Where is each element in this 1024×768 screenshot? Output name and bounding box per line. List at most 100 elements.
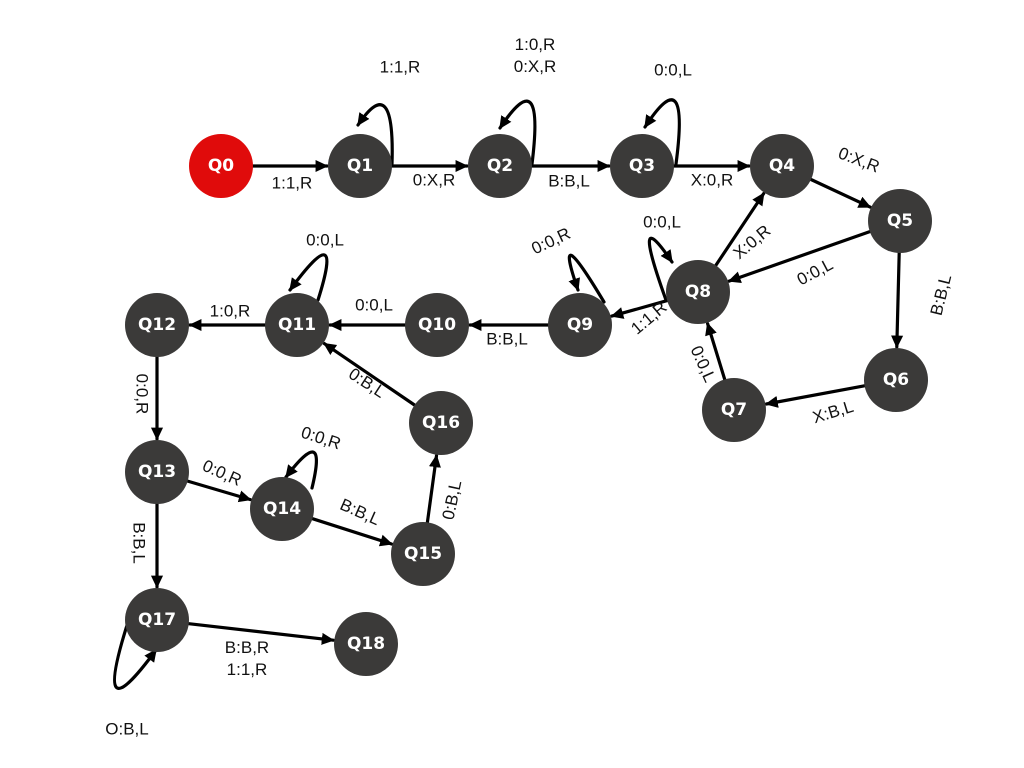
transition-q5-to-q8 [727, 230, 872, 284]
start-state-circle [189, 134, 253, 198]
transition-label-q8-to-q8: 0:0,L [643, 213, 681, 232]
transition-label-q5-to-q8: 0:0,L [794, 255, 836, 290]
transition-q14-to-q14 [284, 450, 319, 490]
state-label: Q5 [887, 211, 913, 231]
state-q15: Q15 [391, 522, 455, 586]
state-label: Q16 [422, 413, 460, 433]
state-q16: Q16 [409, 391, 473, 455]
state-circle [125, 588, 189, 652]
state-circle [250, 477, 314, 541]
state-circle [409, 391, 473, 455]
state-label: Q2 [487, 156, 513, 176]
state-label: Q4 [769, 156, 795, 176]
transition-label-q3-to-q4: X:0,R [691, 171, 734, 190]
state-circle [868, 189, 932, 253]
state-label: Q0 [208, 156, 234, 176]
transition-q2-to-q2 [498, 99, 537, 166]
state-label: Q15 [404, 544, 442, 564]
transition-label-q4-to-q5: 0:X,R [836, 144, 883, 177]
state-circle [548, 293, 612, 357]
state-circle [334, 612, 398, 676]
transition-q4-to-q5 [809, 177, 872, 209]
transition-q7-to-q8 [705, 322, 727, 381]
transition-label-q15-to-q16: 0:B,L [439, 479, 466, 522]
state-q18: Q18 [334, 612, 398, 676]
transition-label-q16-to-q11: 0:B,L [345, 364, 389, 402]
state-q7: Q7 [702, 378, 766, 442]
state-q17: Q17 [125, 588, 189, 652]
state-circle [265, 293, 329, 357]
state-q6: Q6 [864, 348, 928, 412]
transition-label-q0-to-q1: 1:1,R [272, 174, 313, 193]
state-q3: Q3 [610, 134, 674, 198]
transition-q5-to-q6 [891, 251, 904, 349]
state-q11: Q11 [265, 293, 329, 357]
state-circle [610, 134, 674, 198]
transition-label-q8-to-q4: X:0,R [730, 221, 775, 263]
transition-label-q11-to-q11: 0:0,L [306, 231, 344, 250]
state-label: Q3 [629, 156, 655, 176]
transition-q16-to-q11 [322, 342, 417, 407]
transition-q8-to-q8 [647, 236, 674, 302]
state-label: Q7 [721, 400, 747, 420]
transition-label-q2-to-q3: B:B,L [548, 172, 590, 191]
state-label: Q17 [138, 610, 176, 630]
state-label: Q14 [263, 499, 301, 519]
state-q12: Q12 [125, 293, 189, 357]
transition-label-q1-to-q2: 0:X,R [413, 171, 456, 190]
transition-label-q3-to-q3: 0:0,L [654, 61, 692, 80]
state-circle [666, 260, 730, 324]
state-q1: Q1 [328, 134, 392, 198]
transition-label-q10-to-q11: 0:0,L [355, 296, 393, 315]
state-q8: Q8 [666, 260, 730, 324]
transition-q8-to-q4 [714, 191, 766, 267]
transition-label-q12-to-q13: 0:0,R [133, 374, 152, 415]
state-circle [405, 293, 469, 357]
state-label: Q8 [685, 282, 711, 302]
state-label: Q1 [347, 156, 373, 176]
transition-q9-to-q9 [567, 253, 606, 304]
transition-label-q1-to-q1: 1:1,R [380, 58, 421, 77]
transition-q11-to-q11 [288, 253, 329, 302]
state-q2: Q2 [468, 134, 532, 198]
state-circle [702, 378, 766, 442]
transitions [112, 98, 904, 690]
transition-q15-to-q16 [425, 454, 441, 524]
state-q4: Q4 [750, 134, 814, 198]
transition-q17-to-q18 [187, 622, 335, 645]
state-circle [125, 440, 189, 504]
state-q14: Q14 [250, 477, 314, 541]
transition-label-q17-to-q17: O:B,L [105, 720, 148, 739]
state-q9: Q9 [548, 293, 612, 357]
state-circle [864, 348, 928, 412]
state-label: Q11 [278, 315, 316, 335]
transition-q8-to-q9 [610, 299, 669, 319]
state-circle [468, 134, 532, 198]
transition-q6-to-q7 [764, 384, 867, 408]
transition-label-q13-to-q17: B:B,L [130, 522, 149, 564]
transition-label-q8-to-q9: 1:1,R [627, 298, 670, 339]
state-q13: Q13 [125, 440, 189, 504]
state-label: Q13 [138, 462, 176, 482]
transition-label-q13-to-q14: 0:0,R [200, 456, 245, 490]
transition-label-q11-to-q12: 1:0,R [210, 302, 251, 321]
transition-q3-to-q3 [643, 98, 681, 166]
state-label: Q9 [567, 315, 593, 335]
transition-label-q5-to-q6: B:B,L [927, 273, 955, 318]
transition-q13-to-q14 [186, 479, 252, 503]
state-q5: Q5 [868, 189, 932, 253]
state-circle [391, 522, 455, 586]
transition-label-q9-to-q10: B:B,L [486, 330, 528, 349]
state-label: Q10 [418, 315, 456, 335]
transition-label-q14-to-q15: B:B,L [337, 495, 383, 529]
state-label: Q12 [138, 315, 176, 335]
transition-q1-to-q1 [356, 103, 394, 166]
transition-q17-to-q17 [112, 617, 158, 690]
transition-label-q9-to-q9: 0:0,R [529, 224, 574, 258]
transition-q14-to-q15 [310, 517, 394, 547]
